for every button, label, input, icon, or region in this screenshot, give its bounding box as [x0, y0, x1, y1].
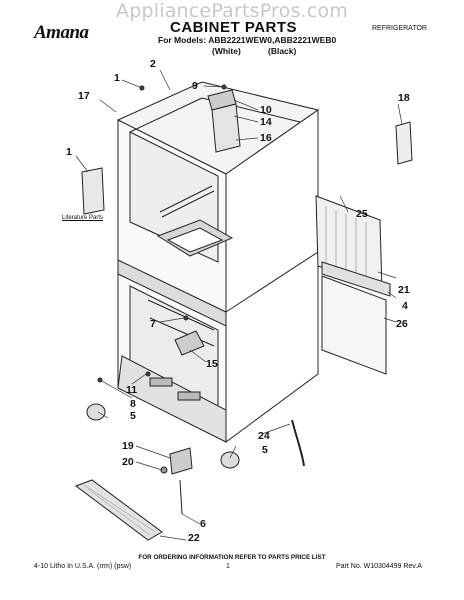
callout-16: 16: [260, 132, 272, 144]
toe-panel: [321, 275, 387, 375]
clip-bracket: [395, 121, 413, 165]
callout-2: 2: [150, 58, 156, 70]
callout-25: 25: [356, 208, 368, 220]
callout-6: 6: [200, 518, 206, 530]
callout-24: 24: [258, 430, 270, 442]
callout-8: 8: [130, 398, 136, 410]
callout-11: 11: [126, 384, 138, 396]
trim-strip: [321, 261, 391, 297]
callout-20: 20: [122, 456, 134, 468]
callout-19: 19: [122, 440, 134, 452]
print-info: 4-10 Litho In U.S.A. (rrm) (psw): [34, 563, 132, 570]
callout-3: 1: [114, 72, 120, 84]
literature-packet: [81, 167, 105, 215]
callout-10: 10: [260, 104, 272, 116]
callout-5-left: 5: [130, 410, 136, 422]
callout-14: 14: [260, 116, 272, 128]
leveling-bracket: [169, 447, 193, 475]
callout-17: 17: [78, 90, 90, 102]
callout-4: 4: [402, 300, 408, 312]
page-number: 1: [226, 563, 230, 570]
models-line: For Models: ABB2221WEW0,ABB2221WEB0: [158, 35, 337, 45]
brand-logo: Amana: [34, 22, 89, 43]
callout-7: 7: [150, 318, 156, 330]
callout-15: 15: [206, 358, 218, 370]
variant-black: (Black): [268, 46, 297, 56]
callout-18: 18: [398, 92, 410, 104]
part-number: Part No. W10304499 Rev.A: [336, 563, 422, 570]
cabinet-body: [116, 81, 320, 443]
callout-1: 1: [66, 146, 72, 158]
power-cord: [291, 419, 305, 467]
roller-right: [220, 451, 240, 469]
watermark: AppliancePartsPros.com: [116, 0, 348, 22]
callout-22: 22: [188, 532, 200, 544]
appliance-type: REFRIGERATOR: [372, 25, 427, 32]
page-title: CABINET PARTS: [170, 19, 298, 36]
variant-white: (White): [212, 46, 241, 56]
callout-26: 26: [396, 318, 408, 330]
callout-5-right: 5: [262, 444, 268, 456]
literature-parts-label: Literature Parts: [62, 215, 104, 221]
ordering-note: FOR ORDERING INFORMATION REFER TO PARTS …: [138, 554, 326, 561]
roller-left: [86, 403, 106, 421]
kick-plate: [74, 479, 163, 541]
callout-9: 9: [192, 80, 198, 92]
callout-21: 21: [398, 284, 410, 296]
